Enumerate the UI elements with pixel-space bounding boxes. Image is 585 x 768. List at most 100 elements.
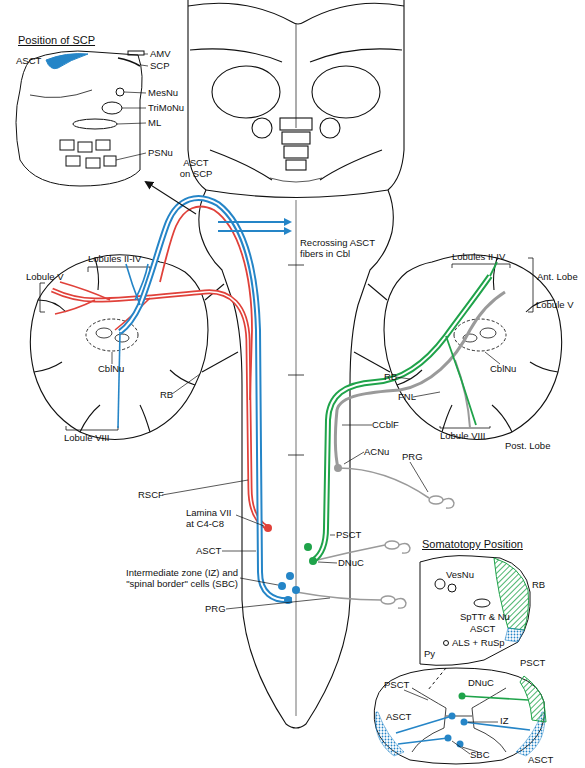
level-tick	[288, 265, 304, 266]
blue-tract	[120, 198, 292, 600]
structure-label: Lobules II-IV	[452, 252, 505, 263]
psnu-shape	[78, 142, 92, 152]
leader-line	[452, 741, 470, 754]
leader-line	[222, 551, 256, 552]
mesnu-shape	[116, 88, 124, 96]
ccblf-tract	[335, 292, 505, 468]
leader-line	[112, 352, 113, 364]
bracket	[528, 258, 533, 312]
structure-label: PSCT	[384, 680, 409, 691]
nucleus-circle	[252, 118, 272, 138]
structure-label: MesNu	[148, 88, 178, 99]
structure-label: PRG	[205, 604, 226, 615]
tract-gap	[120, 198, 292, 600]
green-tract	[314, 276, 490, 560]
outline-line	[388, 0, 404, 190]
psnu-shape	[66, 156, 80, 166]
green-axon	[462, 696, 528, 700]
structure-label: Py	[424, 649, 435, 660]
peduncle-line	[202, 352, 238, 372]
structure-label: ASCT	[386, 712, 411, 723]
level-tick	[288, 375, 304, 376]
blue-branch	[135, 264, 148, 300]
structure-label: Lobule V	[536, 300, 574, 311]
structure-label: FNL	[398, 392, 416, 403]
structure-label: SpTTr & Nu	[460, 612, 510, 623]
structure-label: Lobule VIII	[64, 433, 109, 444]
level-mark	[270, 178, 322, 182]
midline-structure	[284, 146, 308, 158]
dorsal-root	[296, 592, 381, 600]
bracket	[40, 283, 45, 312]
cerebellum-outline	[30, 255, 208, 440]
als-shape	[444, 641, 449, 646]
structure-label: RSCF	[138, 490, 164, 501]
structure-label: AMV	[150, 49, 171, 60]
psnu-shape	[96, 140, 110, 150]
structure-label: ASCT	[470, 624, 495, 635]
structure-label: ACNu	[364, 447, 389, 458]
ganglion-curl	[395, 599, 406, 609]
outline-line	[190, 49, 282, 62]
green-branch	[446, 336, 476, 425]
structure-label: Lobules II-IV	[88, 254, 141, 265]
cord-outline	[199, 190, 393, 728]
blue-cell	[292, 586, 300, 594]
leader-line	[468, 722, 498, 723]
structure-label: PSCT	[520, 658, 545, 669]
gray-cell	[334, 464, 342, 472]
structure-label: ASCT	[528, 755, 553, 766]
leader-line	[116, 153, 146, 160]
cerebellum-right	[384, 255, 562, 440]
structure-label: Ant. Lobe	[537, 272, 578, 283]
thalamus-shape	[312, 66, 380, 118]
leader-line	[122, 108, 146, 109]
asct-region	[505, 628, 524, 642]
ganglion-curl	[443, 499, 454, 509]
leader-line	[226, 598, 330, 609]
pons-line	[206, 190, 388, 198]
structure-label: RB	[384, 372, 397, 383]
cord-section-outline	[374, 668, 545, 764]
fissure-line	[170, 370, 195, 385]
structure-label: PSNu	[148, 148, 173, 159]
scp-shape	[118, 58, 140, 66]
fissure-line	[80, 405, 100, 432]
red-branch	[60, 282, 110, 300]
nucleus-shape	[96, 328, 112, 338]
leader-line	[162, 480, 248, 495]
outline-line	[310, 49, 402, 62]
tract-gap	[52, 290, 268, 528]
structure-label: ASCT	[16, 56, 41, 67]
fissure-line	[530, 362, 558, 372]
cerebellum-outline	[384, 255, 562, 440]
blue-cell	[445, 735, 452, 742]
structure-label: ASCT on SCP	[178, 158, 214, 179]
bracket	[440, 426, 490, 428]
bracket	[88, 267, 150, 272]
structure-label: VesNu	[446, 570, 474, 581]
structure-label: Post. Lobe	[505, 441, 550, 452]
section-outline	[16, 51, 142, 186]
psnu-shape	[86, 158, 100, 168]
green-cell	[309, 557, 317, 565]
scp-inset	[16, 51, 148, 186]
red-tract	[52, 290, 268, 528]
fissure-line	[492, 405, 512, 432]
psct-tract	[314, 262, 497, 560]
structure-label: CblNu	[98, 364, 124, 375]
leader-line	[318, 562, 337, 563]
green-cell	[304, 543, 312, 551]
structure-label: RB	[160, 390, 173, 401]
leader-line	[344, 452, 364, 464]
structure-label: PSCT	[336, 530, 361, 541]
leader-line	[330, 535, 335, 536]
structure-label: ALS + RuSp	[452, 638, 505, 649]
tract-gap	[314, 276, 490, 560]
asct-region	[46, 54, 88, 69]
psnu-shape	[60, 140, 74, 150]
midline-structure	[280, 118, 312, 130]
blue-cell	[278, 582, 286, 590]
dorsal-root	[338, 468, 429, 498]
